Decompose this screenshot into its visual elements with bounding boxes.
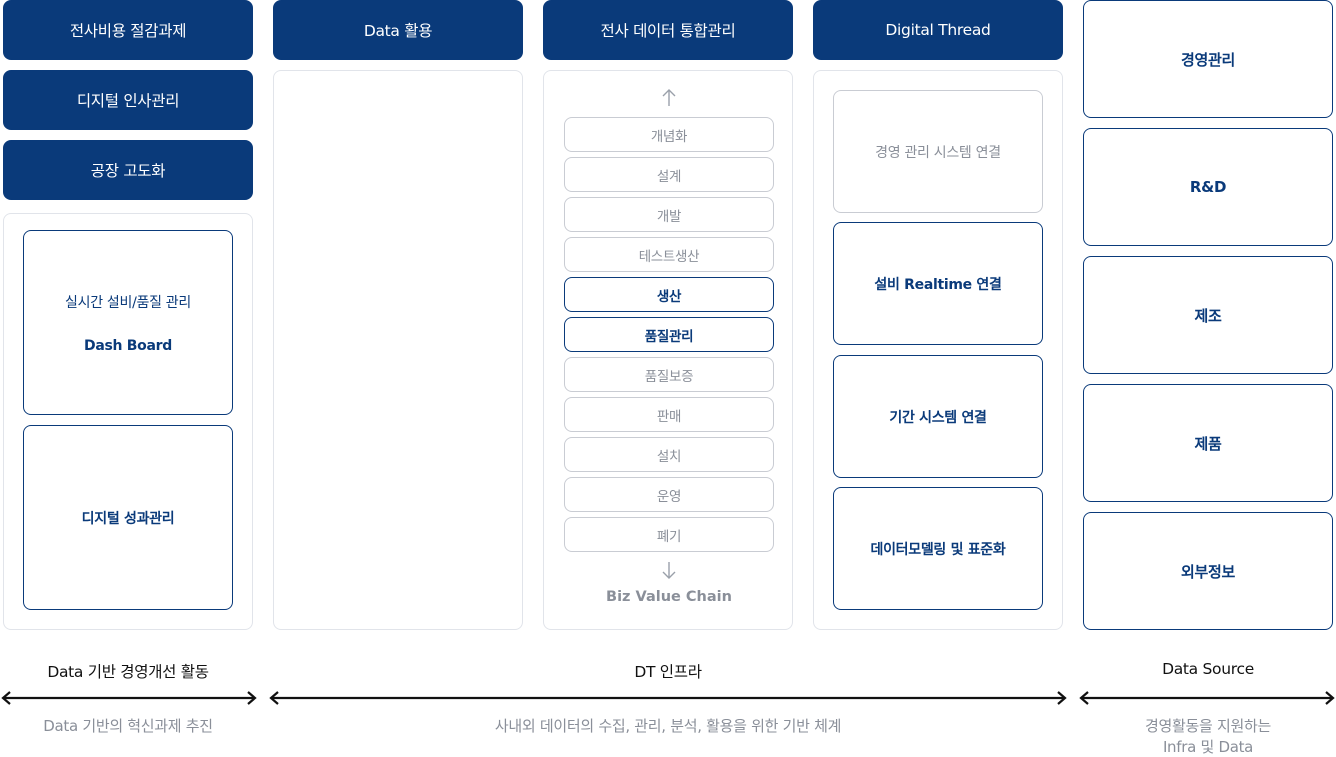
header-factory: 공장 고도화 bbox=[3, 140, 253, 200]
mid-title: DT 인프라 bbox=[634, 663, 702, 681]
arrow-up-icon bbox=[662, 89, 676, 106]
source-rnd: R&D bbox=[1083, 128, 1333, 246]
value-chain-item: 생산 bbox=[564, 277, 774, 312]
source-manufacturing: 제조 bbox=[1083, 256, 1333, 374]
left-subtitle: Data 기반의 혁신과제 추진 bbox=[43, 717, 213, 735]
mid-span-arrow bbox=[269, 691, 1067, 705]
mid-subtitle: 사내외 데이터의 수집, 관리, 분석, 활용을 위한 기반 체계 bbox=[494, 717, 842, 735]
value-chain-item: 개발 bbox=[564, 197, 774, 232]
value-chain-item: 설계 bbox=[564, 157, 774, 192]
header-data-use: Data 활용 bbox=[273, 0, 523, 60]
right-subtitle-1: 경영활동을 지원하는 bbox=[1145, 717, 1271, 735]
card-data-modeling: 데이터모델링 및 표준화 bbox=[833, 487, 1043, 610]
card-performance: 디지털 성과관리 bbox=[23, 425, 233, 610]
header-digital-thread: Digital Thread bbox=[813, 0, 1063, 60]
value-chain-item: 테스트생산 bbox=[564, 237, 774, 272]
value-chain-item: 운영 bbox=[564, 477, 774, 512]
header-data-integration: 전사 데이터 통합관리 bbox=[543, 0, 793, 60]
value-chain-item: 품질관리 bbox=[564, 317, 774, 352]
header-cost-reduction: 전사비용 절감과제 bbox=[3, 0, 253, 60]
left-span-arrow bbox=[1, 691, 257, 705]
value-chain-item: 설치 bbox=[564, 437, 774, 472]
header-digital-hr: 디지털 인사관리 bbox=[3, 70, 253, 130]
card-mgmt-system: 경영 관리 시스템 연결 bbox=[833, 90, 1043, 213]
value-chain-item: 품질보증 bbox=[564, 357, 774, 392]
panel-data-use bbox=[273, 70, 523, 630]
source-management: 경영관리 bbox=[1083, 0, 1333, 118]
source-external: 외부정보 bbox=[1083, 512, 1333, 630]
dashboard-line1: 실시간 설비/품질 관리 bbox=[65, 294, 191, 311]
value-chain-item: 폐기 bbox=[564, 517, 774, 552]
dashboard-line2: Dash Board bbox=[84, 337, 172, 354]
card-core-system: 기간 시스템 연결 bbox=[833, 355, 1043, 478]
right-span-arrow bbox=[1079, 691, 1335, 705]
right-title: Data Source bbox=[1162, 660, 1254, 678]
card-realtime: 설비 Realtime 연결 bbox=[833, 222, 1043, 345]
value-chain-item: 개념화 bbox=[564, 117, 774, 152]
value-chain-caption: Biz Value Chain bbox=[606, 589, 732, 605]
card-dashboard: 실시간 설비/품질 관리 Dash Board bbox=[23, 230, 233, 415]
arrow-down-icon bbox=[662, 562, 676, 579]
left-title: Data 기반 경영개선 활동 bbox=[47, 663, 209, 681]
right-subtitle-2: Infra 및 Data bbox=[1162, 738, 1254, 756]
source-product: 제품 bbox=[1083, 384, 1333, 502]
value-chain-item: 판매 bbox=[564, 397, 774, 432]
